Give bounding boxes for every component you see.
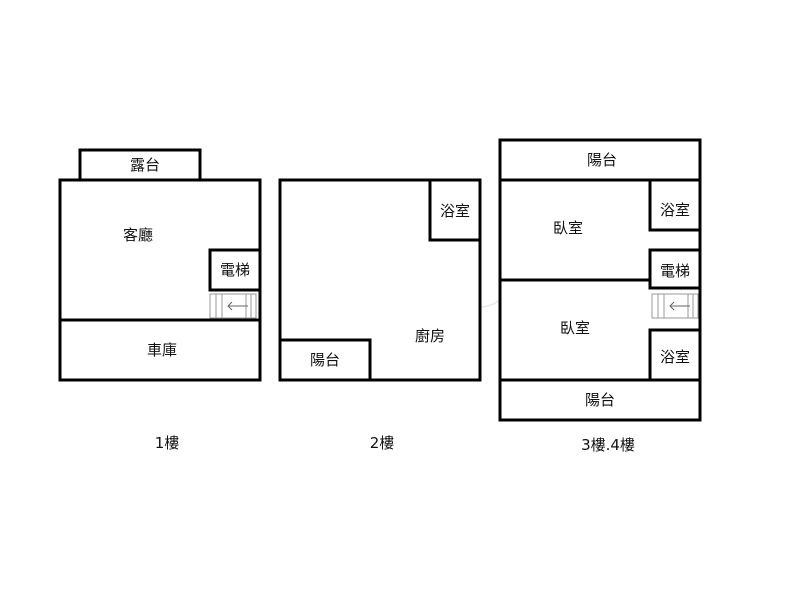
- floor-1-garage-label: 車庫: [147, 341, 177, 359]
- floor-3-4-bedroom-1-label: 臥室: [553, 219, 583, 237]
- floor-3-4-bedroom-2-label: 臥室: [560, 319, 590, 337]
- floor-3-4-elevator-label: 電梯: [660, 262, 690, 280]
- floor-2-plan: 浴室 廚房 陽台 2樓: [278, 178, 482, 452]
- floor-3-4-label: 3樓.4樓: [581, 436, 635, 454]
- floor-1-garage: [58, 318, 262, 382]
- floor-3-4-bathroom-2: [648, 328, 702, 382]
- floor-3-4-bathroom-1: [648, 178, 702, 232]
- floor-3-4-balcony-top: [498, 138, 702, 182]
- floor-1-elevator: [208, 248, 262, 292]
- floor-2-balcony-label: 陽台: [310, 351, 340, 369]
- floor-3-4-balcony-bottom: [498, 378, 702, 422]
- floor-3-4-bathroom-1-label: 浴室: [660, 201, 690, 219]
- floor-1-terrace-label: 露台: [130, 156, 160, 174]
- floor-3-4-plan: 陽台 臥室 浴室 電梯 臥室 浴室 陽台 3樓.4樓: [498, 138, 702, 454]
- floor-1-living-room-label: 客廳: [123, 226, 153, 244]
- floor-2-label: 2樓: [370, 434, 395, 452]
- floor-3-4-arrow-left-icon: [669, 301, 690, 311]
- floor-3-4-balcony-bottom-label: 陽台: [585, 391, 615, 409]
- floor-3-4-staircase-icon: [651, 293, 699, 319]
- floor-1-terrace: [78, 148, 202, 182]
- floor-3-4-elevator-overlay: [648, 248, 702, 290]
- floor-3-4-bathroom-2-label: 浴室: [660, 348, 690, 366]
- floor-2-bathroom-label: 浴室: [440, 202, 470, 220]
- floor-1-staircase-icon: [209, 293, 257, 319]
- floor-2-bathroom: [428, 178, 482, 242]
- floor-3-4-balcony-top-label: 陽台: [587, 151, 617, 169]
- floor-1-arrow-left-icon: [227, 301, 248, 311]
- floor-1-label: 1樓: [155, 434, 180, 452]
- floor-1-elevator-label: 電梯: [220, 261, 250, 279]
- floor-2-kitchen-label: 廚房: [415, 327, 445, 345]
- floor-1-plan: 露台 客廳 電梯 車庫 1樓: [58, 148, 262, 452]
- floor-2-balcony: [278, 338, 372, 382]
